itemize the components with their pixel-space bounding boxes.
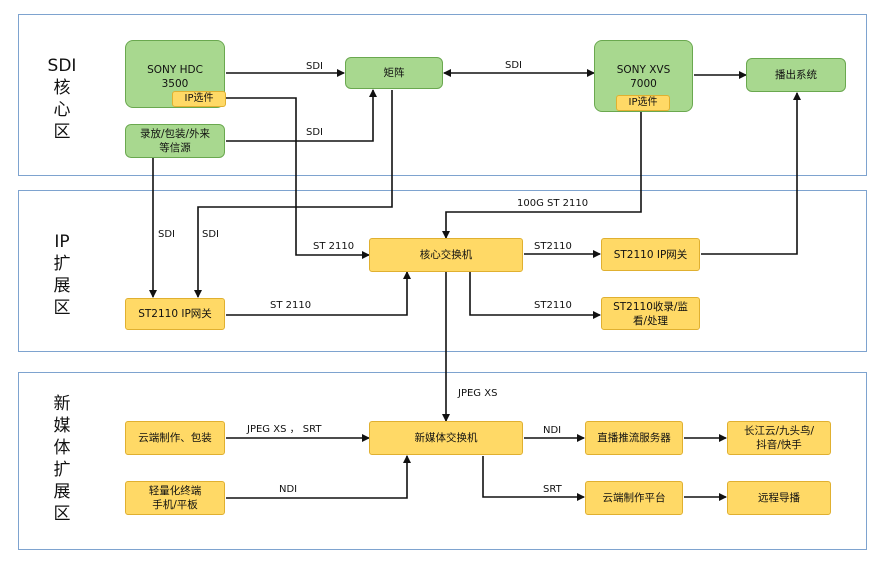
edge-matrix-to-gateway [194, 90, 393, 298]
edge-label-media-platform: SRT [543, 484, 562, 495]
node-live-server: 直播推流服务器 [585, 421, 683, 455]
edge-media-to-platform [482, 456, 585, 501]
node-remote-director: 远程导播 [727, 481, 831, 515]
edge-label-xvs-core: 100G ST 2110 [517, 198, 589, 209]
edge-label-gateway-core: ST 2110 [270, 300, 312, 311]
edge-label-cloud-media: JPEG XS ， SRT [247, 424, 322, 435]
node-playout: 播出系统 [746, 58, 846, 92]
edge-label-core-media: JPEG XS [458, 388, 498, 399]
node-ip-gateway-right: ST2110 IP网关 [601, 238, 700, 271]
node-core-switch: 核心交换机 [369, 238, 523, 272]
zone-title-sdi-core: SDI 核 心 区 [47, 56, 77, 142]
node-lightweight-terminal: 轻量化终端 手机/平板 [125, 481, 225, 515]
edge-label-hdc-matrix: SDI [306, 61, 323, 72]
node-cloud-platform: 云端制作平台 [585, 481, 683, 515]
edge-xvs-to-core [442, 110, 642, 239]
node-cloud-production: 云端制作、包装 [125, 421, 225, 455]
node-ip-gateway-left: ST2110 IP网关 [125, 298, 225, 330]
edge-terminal-to-media [226, 455, 411, 499]
node-matrix: 矩阵 [345, 57, 443, 89]
zone-title-new-media: 新 媒 体 扩 展 区 [53, 394, 71, 524]
tag-hdc-ip-option: IP选件 [172, 91, 226, 107]
edge-label-hdc-core: ST 2110 [313, 241, 355, 252]
edge-gateway-to-core [226, 271, 411, 316]
edge-label-core-gateway: ST2110 [534, 241, 572, 252]
edge-label-src-matrix: SDI [306, 127, 323, 138]
node-recorder-sources: 录放/包装/外来 等信源 [125, 124, 225, 158]
node-st2110-recv: ST2110收录/监 看/处理 [601, 297, 700, 330]
edge-label-terminal-media: NDI [279, 484, 298, 495]
edge-hdc-to-core [226, 97, 370, 259]
tag-xvs-ip-option: IP选件 [616, 95, 670, 111]
edge-label-matrix-xvs: SDI [505, 60, 522, 71]
edge-label-matrix-gateway: SDI [202, 229, 219, 240]
zone-title-ip-extension: IP 扩 展 区 [53, 232, 71, 318]
edge-label-core-recv: ST2110 [534, 300, 572, 311]
node-media-switch: 新媒体交换机 [369, 421, 523, 455]
edge-sources-to-matrix [226, 89, 377, 142]
edge-gateway-to-playout [701, 92, 801, 255]
zone-new-media: 新 媒 体 扩 展 区 [18, 372, 867, 550]
edge-core-to-recv [469, 272, 601, 319]
edge-label-media-live: NDI [543, 425, 562, 436]
node-platforms: 长江云/九头鸟/ 抖音/快手 [727, 421, 831, 455]
edge-label-src-gateway: SDI [158, 229, 175, 240]
